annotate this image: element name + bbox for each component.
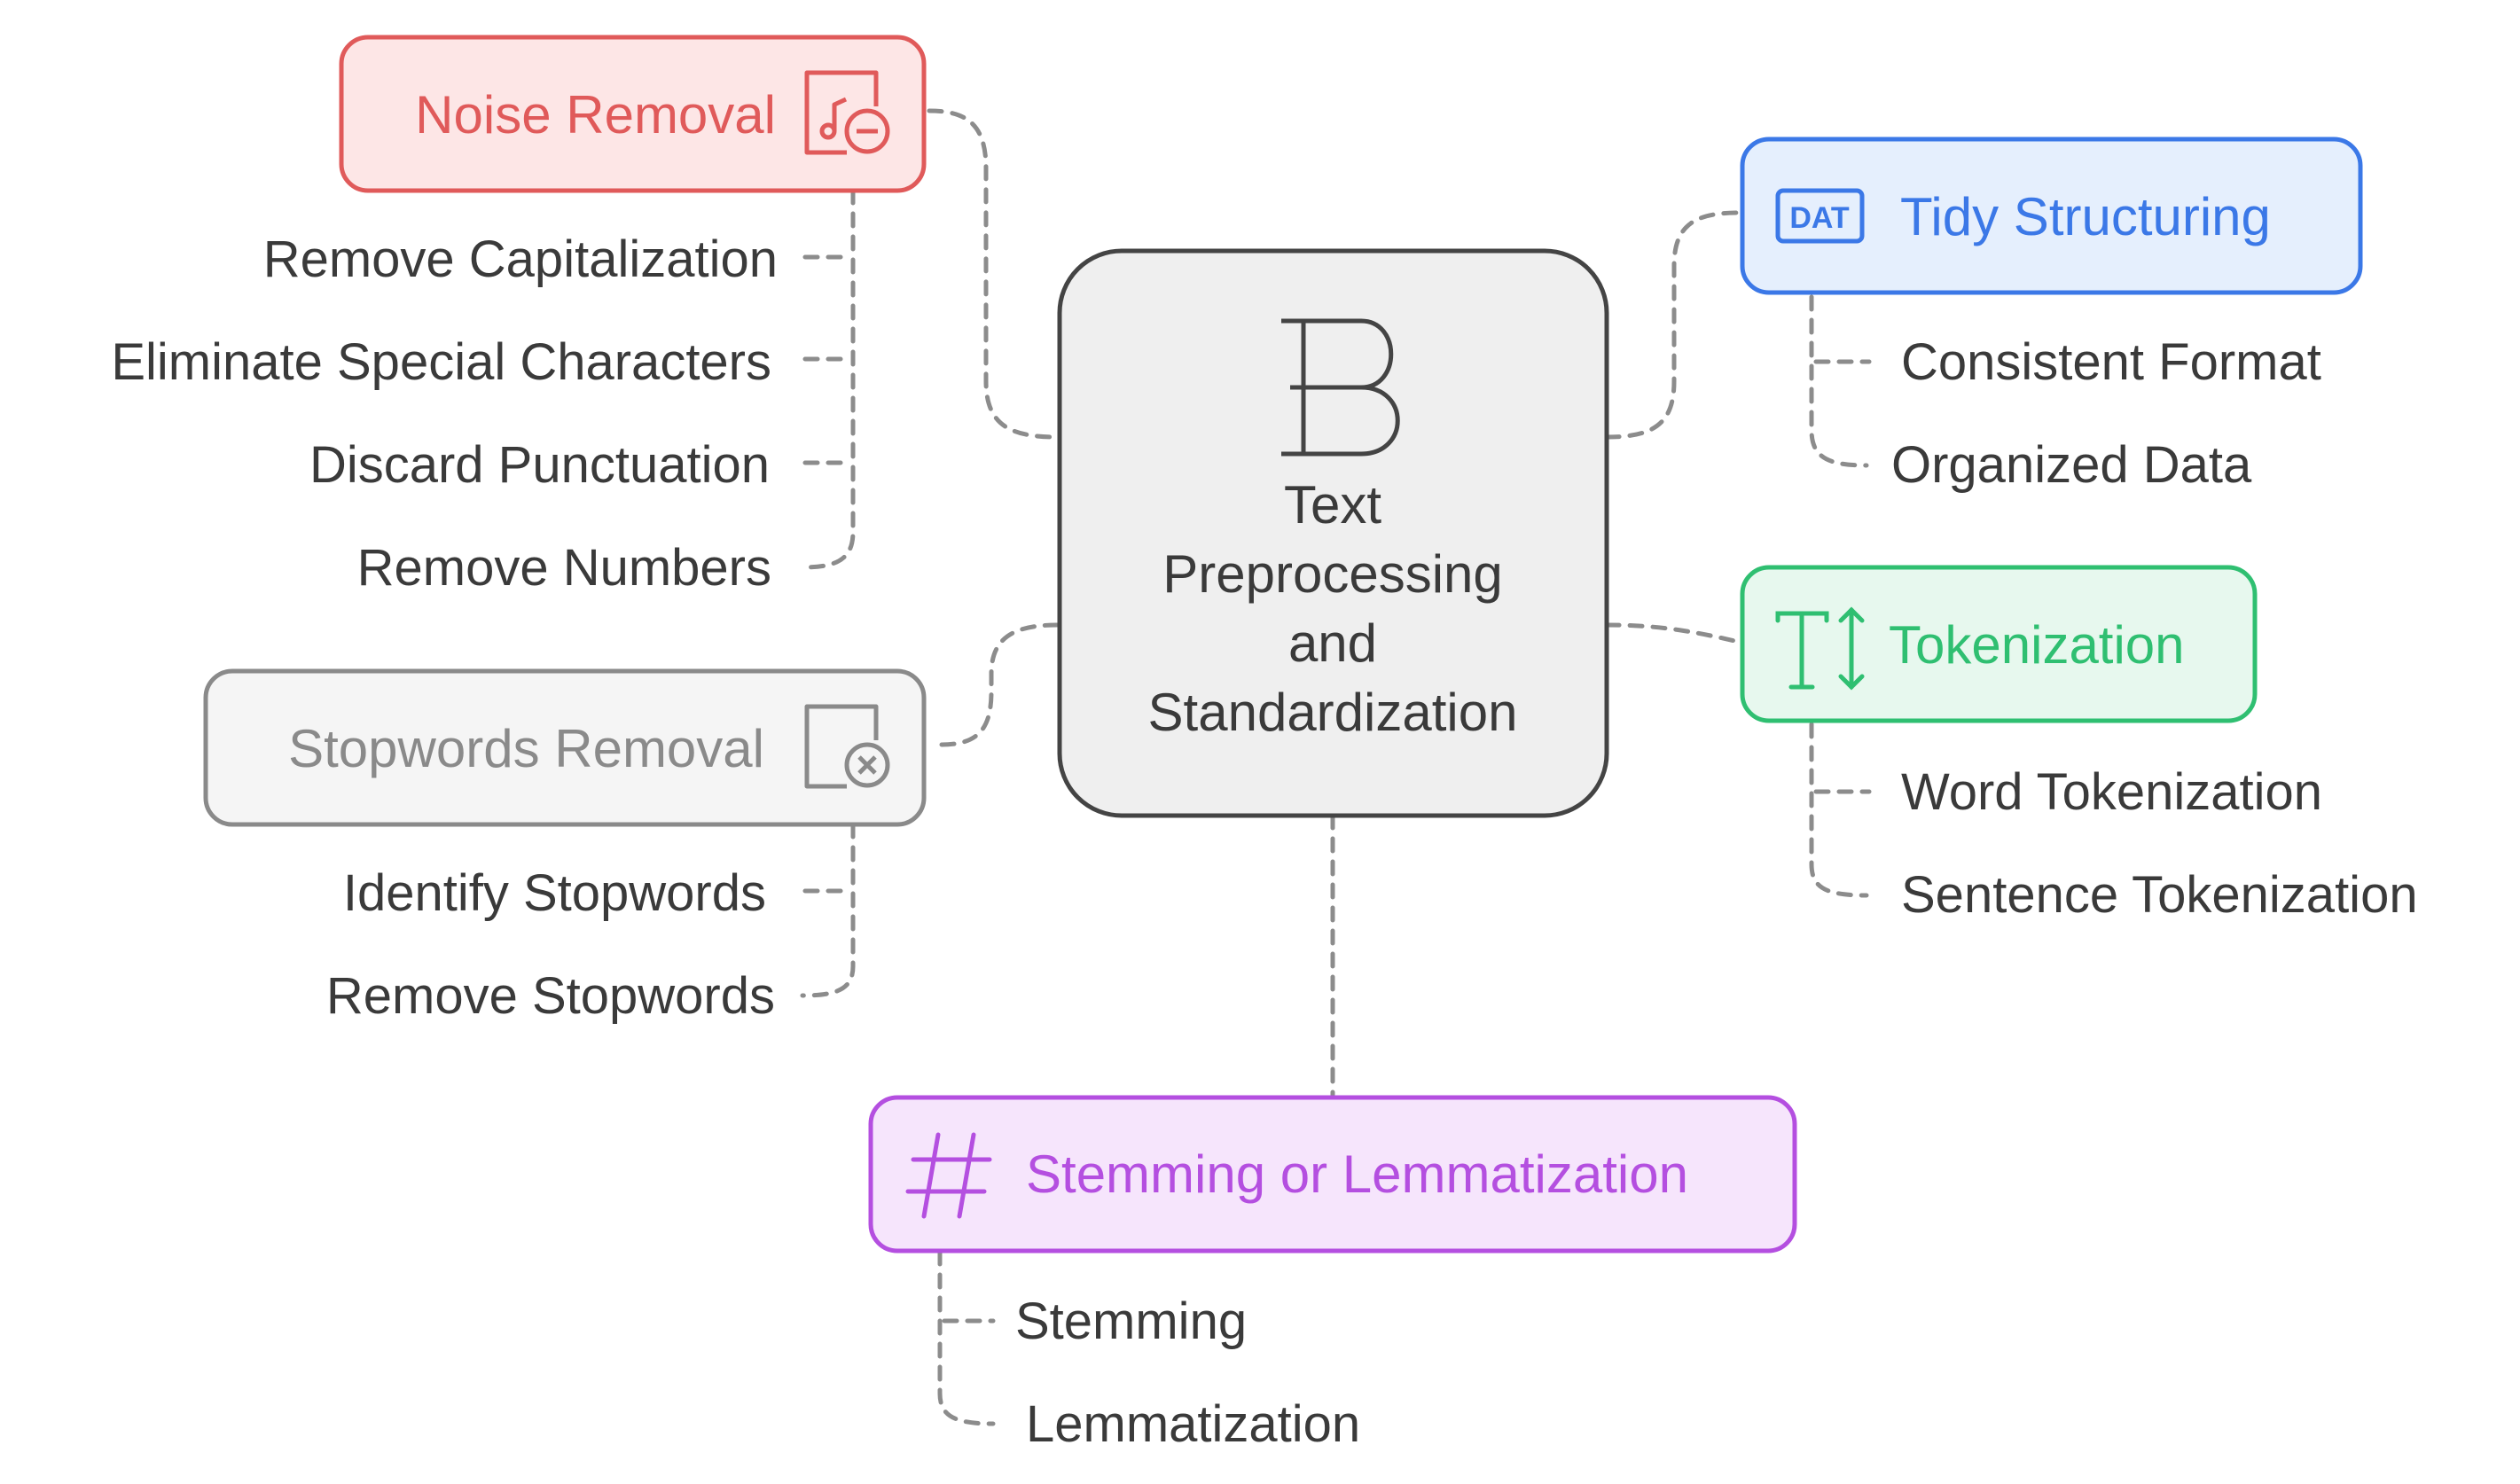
connector-stemming-items bbox=[937, 1249, 996, 1426]
file-music-minus-icon bbox=[804, 70, 890, 155]
tokenization-item-2: Sentence Tokenization bbox=[1901, 866, 2418, 924]
connector-tokenization-items bbox=[1809, 722, 1869, 898]
connector-noise-items bbox=[800, 188, 856, 570]
stopwords-item-2: Remove Stopwords bbox=[326, 967, 775, 1025]
stopwords-removal-node: Stopwords Removal bbox=[203, 668, 927, 827]
connector-center-stopwords bbox=[939, 622, 1060, 747]
stopwords-item-1: Identify Stopwords bbox=[343, 864, 766, 922]
noise-item-3: Discard Punctuation bbox=[309, 436, 770, 494]
letter-b-icon bbox=[1281, 318, 1400, 457]
stemming-item-1: Stemming bbox=[1015, 1293, 1247, 1350]
dat-file-icon: DAT bbox=[1775, 188, 1865, 244]
stemming-label: Stemming or Lemmatization bbox=[1026, 1144, 1688, 1204]
noise-removal-label: Noise Removal bbox=[415, 85, 776, 144]
tokenization-item-1: Word Tokenization bbox=[1901, 763, 2322, 821]
center-title-line-2: Preprocessing bbox=[1162, 544, 1503, 604]
tidy-item-2: Organized Data bbox=[1891, 436, 2252, 494]
text-height-icon bbox=[1775, 606, 1865, 691]
tidy-item-1: Consistent Format bbox=[1901, 333, 2321, 391]
noise-item-1: Remove Capitalization bbox=[263, 230, 778, 288]
tidy-structuring-node: DAT Tidy Structuring bbox=[1740, 137, 2363, 295]
file-x-icon bbox=[804, 704, 890, 789]
dat-icon-text: DAT bbox=[1789, 201, 1850, 235]
noise-removal-node: Noise Removal bbox=[339, 35, 927, 193]
connector-center-tidy bbox=[1604, 210, 1741, 440]
connector-tidy-items bbox=[1809, 294, 1869, 468]
noise-item-4: Remove Numbers bbox=[357, 539, 771, 597]
tokenization-node: Tokenization bbox=[1740, 565, 2258, 723]
connector-center-noise bbox=[927, 108, 1060, 440]
center-node: Text Preprocessing and Standardization bbox=[1057, 248, 1609, 818]
center-title-line-1: Text bbox=[1284, 475, 1381, 535]
center-title-line-4: Standardization bbox=[1148, 683, 1518, 742]
center-title-line-3: and bbox=[1288, 613, 1377, 673]
noise-item-2: Eliminate Special Characters bbox=[111, 333, 771, 391]
connector-stopwords-items bbox=[800, 822, 856, 998]
connector-center-tokenization bbox=[1604, 622, 1745, 645]
hashtag-icon bbox=[905, 1132, 992, 1219]
tokenization-label: Tokenization bbox=[1889, 615, 2185, 675]
tidy-structuring-label: Tidy Structuring bbox=[1900, 187, 2271, 246]
stemming-node: Stemming or Lemmatization bbox=[868, 1095, 1797, 1254]
stopwords-removal-label: Stopwords Removal bbox=[288, 719, 764, 778]
stemming-item-2: Lemmatization bbox=[1026, 1395, 1360, 1453]
